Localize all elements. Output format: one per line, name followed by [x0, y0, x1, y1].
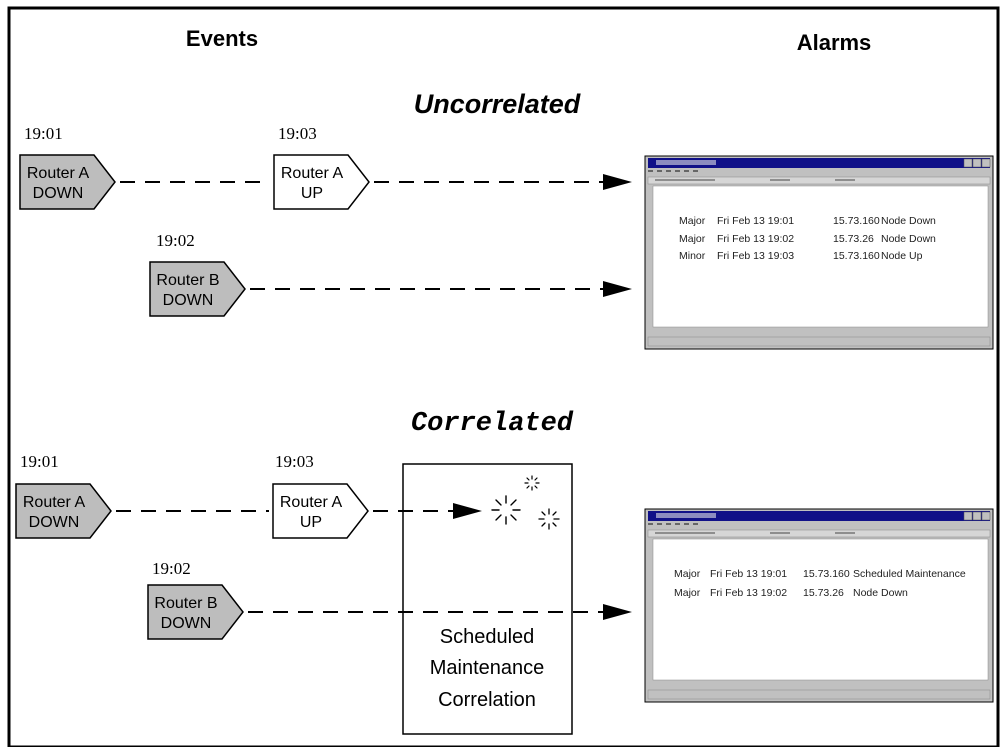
event-label-line2: DOWN: [33, 185, 84, 202]
alarm-time: Fri Feb 13 19:02: [717, 233, 794, 245]
alarm-window-uncorrelated: Major Fri Feb 13 19:01 15.73.160 Node Do…: [644, 155, 994, 350]
uncorrelated-section: Uncorrelated 19:01 Router A DOWN 19:03 R…: [19, 89, 994, 350]
event-time: 19:02: [152, 559, 191, 578]
alarm-message: Node Up: [881, 250, 923, 262]
event-label-line2: UP: [301, 185, 323, 202]
alarm-address: 15.73.160: [803, 568, 850, 580]
maximize-icon: [972, 511, 982, 521]
event-label-line1: Router A: [27, 165, 90, 182]
burst-icon: [491, 495, 521, 525]
uncorrelated-title: Uncorrelated: [414, 89, 581, 119]
event-time: 19:01: [24, 124, 63, 143]
event-label-line1: Router A: [281, 165, 344, 182]
arrow-head: [603, 281, 632, 297]
alarm-severity: Major: [674, 587, 701, 599]
event-router-b-down: Router B DOWN: [149, 261, 246, 317]
event-shape: [149, 261, 246, 317]
diagram-frame: [7, 6, 1000, 747]
correlation-label-line3: Correlation: [438, 689, 536, 711]
event-router-a-down: Router A DOWN: [15, 483, 112, 539]
alarm-address: 15.73.26: [803, 587, 844, 599]
event-time: 19:03: [275, 452, 314, 471]
minimize-icon: [963, 158, 973, 168]
minimize-icon: [963, 511, 973, 521]
alarm-time: Fri Feb 13 19:01: [710, 568, 787, 580]
event-shape: [272, 483, 369, 539]
event-label-line1: Router B: [154, 595, 217, 612]
event-label-line2: DOWN: [29, 514, 80, 531]
alarm-severity: Minor: [679, 250, 706, 262]
events-header: Events: [186, 26, 258, 51]
correlated-title: Correlated: [411, 409, 574, 439]
alarm-severity: Major: [679, 233, 706, 245]
alarm-list: [652, 538, 989, 681]
close-icon: [981, 158, 991, 168]
event-label-line2: DOWN: [161, 615, 212, 632]
window-titlebar: [648, 158, 990, 168]
burst-icon: [538, 508, 560, 530]
correlation-box-frame: [402, 463, 573, 735]
correlation-label-line1: Scheduled: [440, 626, 535, 648]
window-titlebar: [648, 511, 990, 521]
event-shape: [147, 584, 244, 640]
event-label-line2: UP: [300, 514, 322, 531]
correlated-section: Correlated 19:01 Router A DOWN 19:03 Rou…: [15, 409, 994, 735]
event-router-b-down: Router B DOWN: [147, 584, 244, 640]
event-router-a-up: Router A UP: [272, 483, 369, 539]
arrow-head: [603, 174, 632, 190]
event-time: 19:03: [278, 124, 317, 143]
column-header-bar: [647, 529, 991, 538]
alarm-time: Fri Feb 13 19:01: [717, 215, 794, 227]
event-label-line2: DOWN: [163, 292, 214, 309]
alarm-message: Node Down: [881, 215, 936, 227]
close-icon: [981, 511, 991, 521]
burst-icon: [524, 475, 540, 491]
status-bar: [647, 336, 991, 347]
event-label-line1: Router A: [280, 494, 343, 511]
event-time: 19:02: [156, 231, 195, 250]
event-label-line1: Router A: [23, 494, 86, 511]
event-router-a-up: Router A UP: [273, 154, 370, 210]
event-shape: [15, 483, 112, 539]
arrow-head: [603, 604, 632, 620]
window-title-text: [656, 513, 716, 518]
alarm-severity: Major: [674, 568, 701, 580]
alarm-time: Fri Feb 13 19:03: [717, 250, 794, 262]
event-time: 19:01: [20, 452, 59, 471]
window-title-text: [656, 160, 716, 165]
column-header-bar: [647, 176, 991, 185]
arrow-head: [453, 503, 482, 519]
maximize-icon: [972, 158, 982, 168]
alarms-header: Alarms: [797, 30, 872, 55]
event-label-line1: Router B: [156, 272, 219, 289]
correlation-box: Scheduled Maintenance Correlation: [402, 463, 573, 735]
correlation-label-line2: Maintenance: [430, 657, 545, 679]
alarm-address: 15.73.26: [833, 233, 874, 245]
event-shape: [273, 154, 370, 210]
alarm-address: 15.73.160: [833, 215, 880, 227]
alarm-severity: Major: [679, 215, 706, 227]
alarm-message: Scheduled Maintenance: [853, 568, 966, 580]
alarm-time: Fri Feb 13 19:02: [710, 587, 787, 599]
alarm-list: [652, 185, 989, 328]
alarm-window-correlated: Major Fri Feb 13 19:01 15.73.160 Schedul…: [644, 508, 994, 703]
alarm-message: Node Down: [881, 233, 936, 245]
status-bar: [647, 689, 991, 700]
event-router-a-down: Router A DOWN: [19, 154, 116, 210]
alarm-message: Node Down: [853, 587, 908, 599]
event-shape: [19, 154, 116, 210]
alarm-address: 15.73.160: [833, 250, 880, 262]
